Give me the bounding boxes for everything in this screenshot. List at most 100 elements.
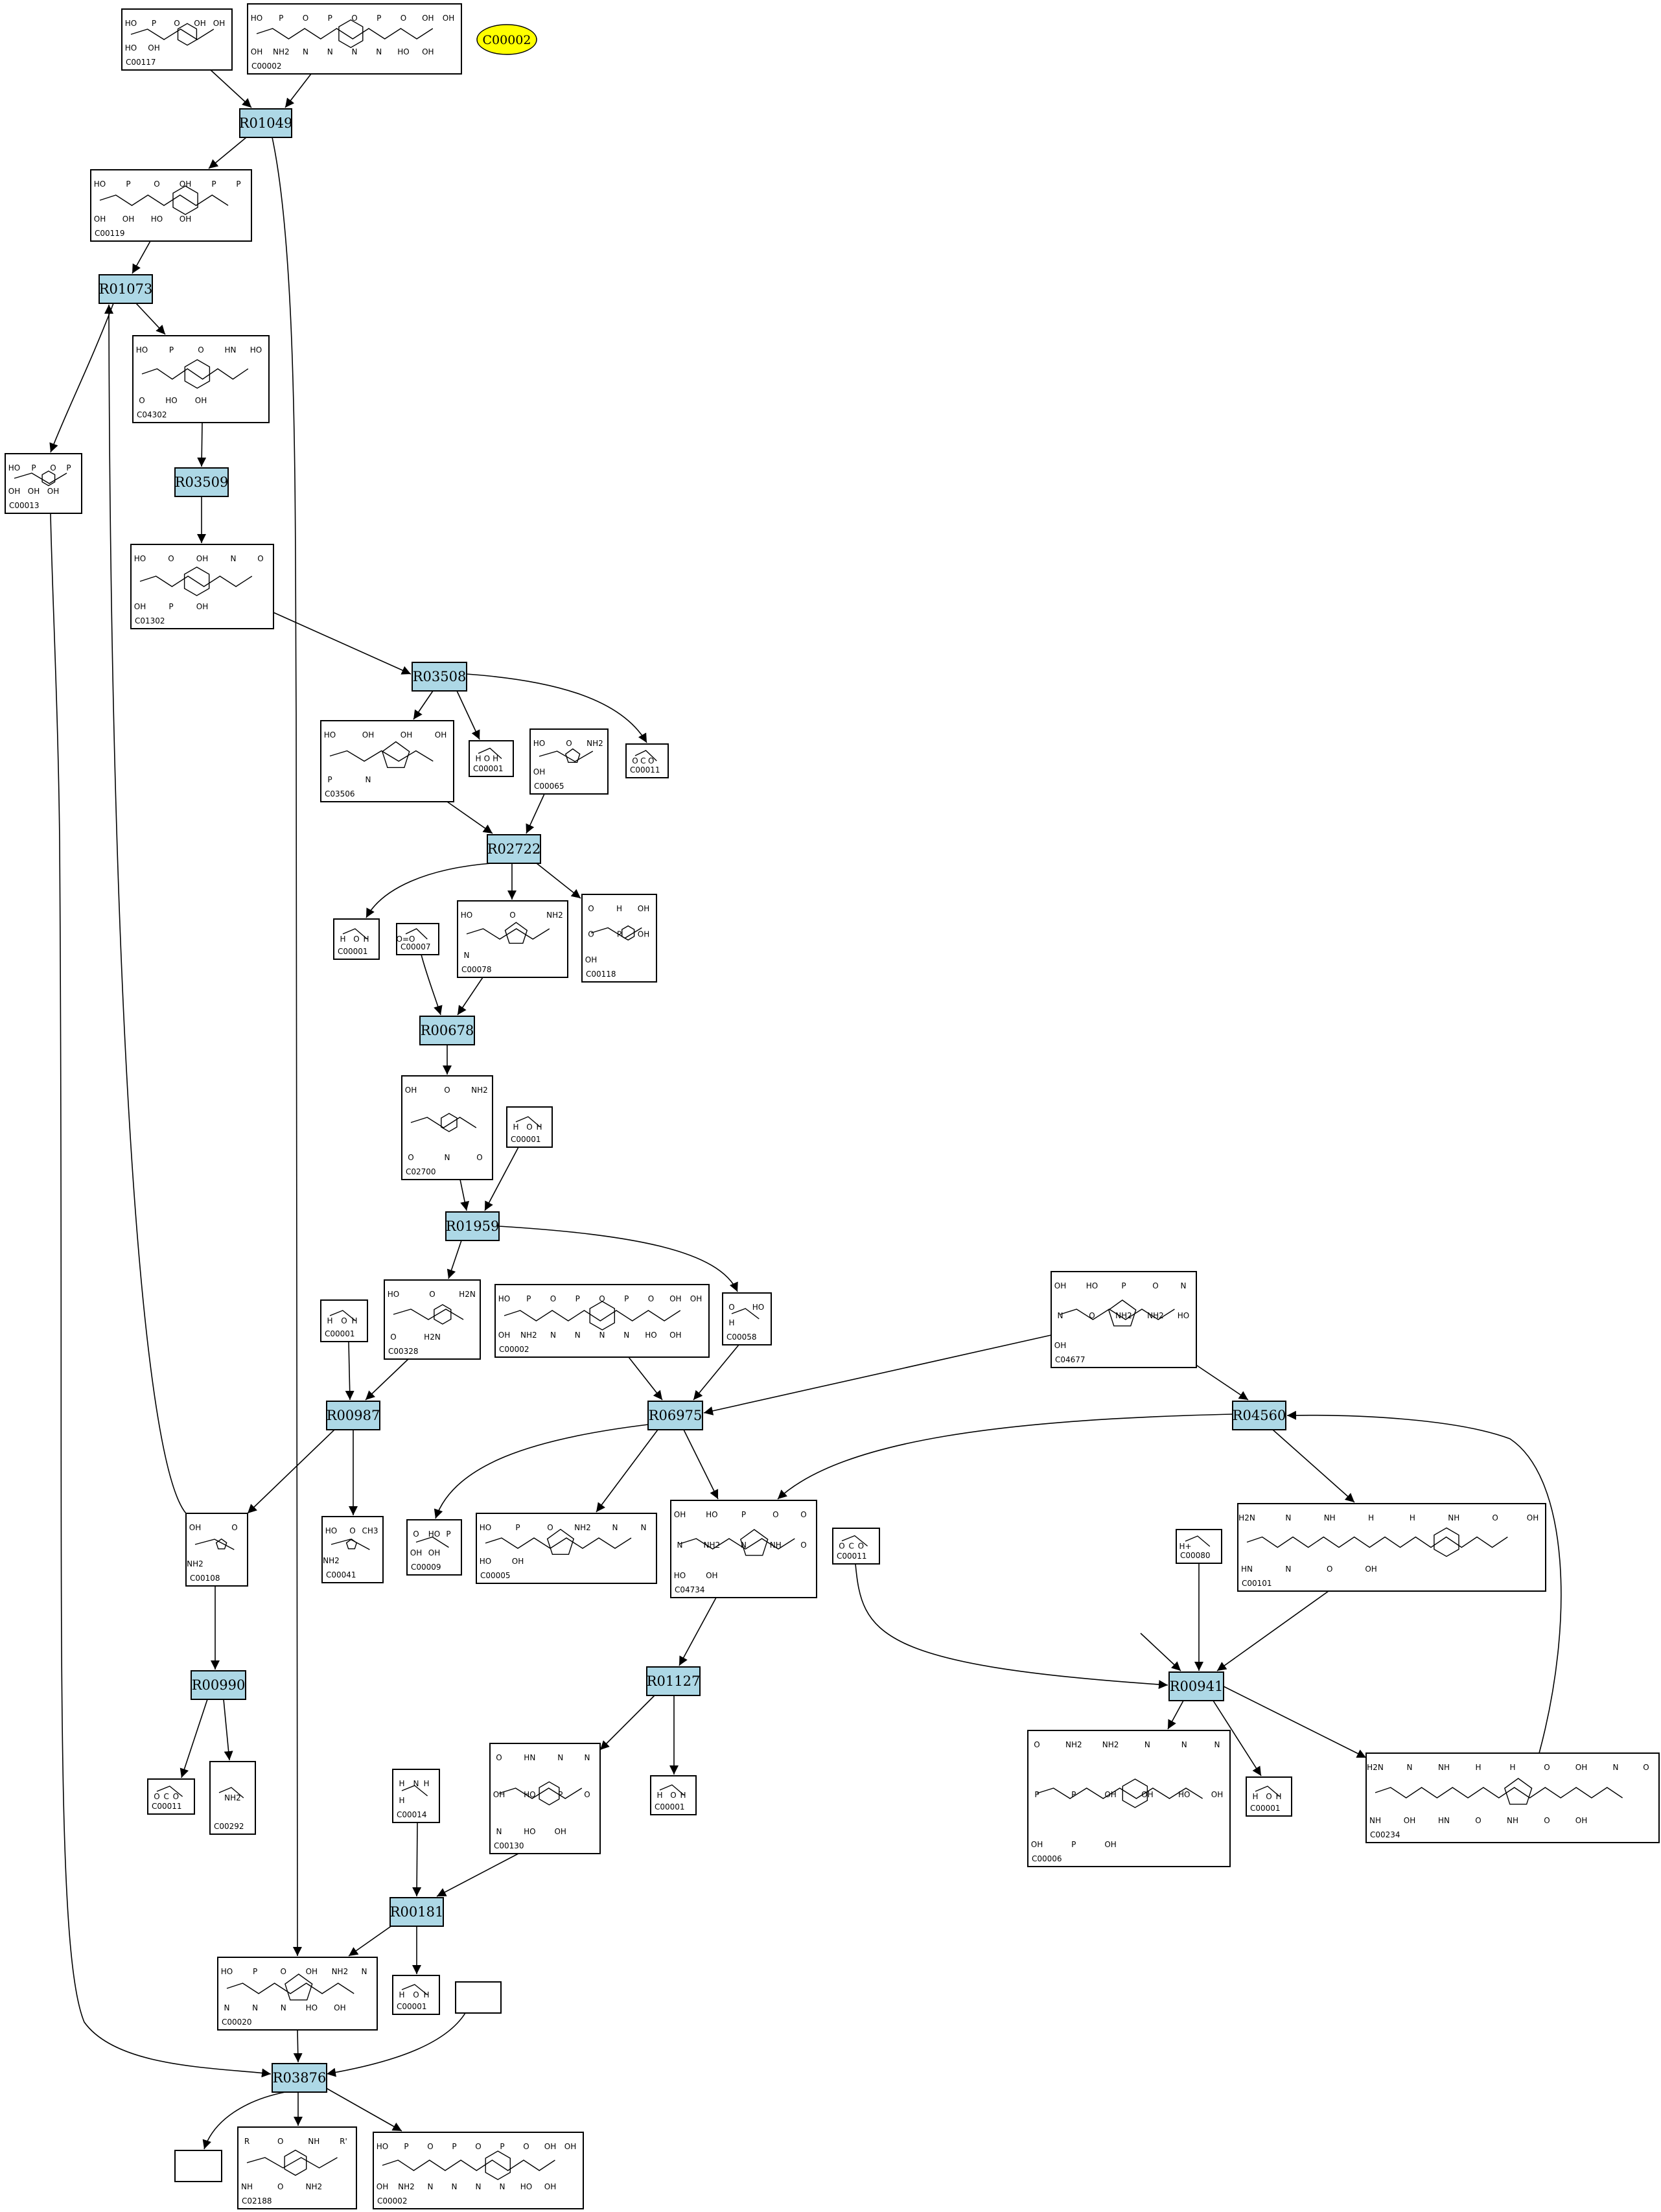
compound-box[interactable] bbox=[832, 1528, 880, 1565]
reaction-box[interactable] bbox=[272, 2063, 327, 2093]
reaction-box[interactable] bbox=[412, 662, 467, 692]
compound-box[interactable] bbox=[396, 923, 439, 955]
compound-box[interactable] bbox=[320, 1299, 368, 1342]
reaction-box[interactable] bbox=[191, 1670, 246, 1700]
compound-box[interactable] bbox=[247, 3, 462, 75]
reaction-node-R00941[interactable]: R00941 bbox=[1168, 1671, 1224, 1701]
reaction-box[interactable] bbox=[174, 467, 229, 497]
compound-box[interactable] bbox=[90, 169, 252, 242]
compound-box[interactable] bbox=[333, 918, 380, 960]
reaction-box[interactable] bbox=[419, 1016, 475, 1045]
compound-box[interactable] bbox=[121, 8, 233, 71]
reaction-node-R06975[interactable]: R06975 bbox=[647, 1401, 703, 1430]
compound-box[interactable] bbox=[1365, 1752, 1660, 1843]
compound-box[interactable] bbox=[237, 2126, 357, 2209]
reaction-box[interactable] bbox=[445, 1211, 500, 1241]
compound-box[interactable] bbox=[581, 894, 657, 983]
compound-box[interactable] bbox=[489, 1743, 601, 1854]
compound-box[interactable] bbox=[476, 1513, 657, 1584]
reaction-node-R00990[interactable]: R00990 bbox=[191, 1670, 246, 1700]
compound-box[interactable] bbox=[1246, 1776, 1292, 1817]
reaction-node-R03508[interactable]: R03508 bbox=[412, 662, 467, 692]
reaction-box[interactable] bbox=[239, 108, 292, 138]
compound-node-blank[interactable] bbox=[174, 2150, 222, 2182]
compound-box[interactable] bbox=[373, 2132, 584, 2209]
compound-box[interactable] bbox=[506, 1106, 553, 1148]
reaction-node-R03509[interactable]: R03509 bbox=[174, 467, 229, 497]
compound-box[interactable] bbox=[130, 544, 274, 629]
reaction-node-R02722[interactable]: R02722 bbox=[487, 834, 541, 864]
compound-box[interactable] bbox=[455, 1981, 502, 2014]
compound-box[interactable] bbox=[384, 1279, 481, 1360]
compound-box[interactable] bbox=[392, 1769, 440, 1823]
compound-box[interactable] bbox=[320, 720, 454, 802]
compound-box[interactable] bbox=[406, 1519, 462, 1576]
compound-box[interactable] bbox=[1051, 1271, 1197, 1368]
reaction-box[interactable] bbox=[1168, 1671, 1224, 1701]
compound-box[interactable] bbox=[625, 743, 669, 778]
compound-box[interactable] bbox=[1027, 1730, 1231, 1867]
compound-box[interactable] bbox=[174, 2150, 222, 2182]
compound-box[interactable] bbox=[209, 1761, 256, 1835]
compound-box[interactable] bbox=[469, 740, 514, 777]
compound-box[interactable] bbox=[494, 1284, 710, 1358]
reaction-node-R01959[interactable]: R01959 bbox=[445, 1211, 500, 1241]
compound-box[interactable] bbox=[147, 1778, 195, 1815]
compound-box[interactable] bbox=[529, 728, 609, 795]
compound-box[interactable] bbox=[457, 900, 568, 978]
reaction-box[interactable] bbox=[389, 1897, 444, 1927]
reaction-box[interactable] bbox=[1232, 1401, 1286, 1430]
reaction-box[interactable] bbox=[99, 274, 153, 304]
compound-node-blank[interactable] bbox=[455, 1981, 502, 2014]
reaction-node-R04560[interactable]: R04560 bbox=[1232, 1401, 1286, 1430]
compound-box[interactable] bbox=[321, 1516, 384, 1583]
reaction-node-R03876[interactable]: R03876 bbox=[272, 2063, 327, 2093]
compound-box[interactable] bbox=[1176, 1529, 1222, 1564]
compound-box[interactable] bbox=[217, 1957, 378, 2031]
compound-box[interactable] bbox=[650, 1775, 697, 1815]
reaction-node-R01049[interactable]: R01049 bbox=[239, 108, 293, 138]
reaction-node-R01127[interactable]: R01127 bbox=[646, 1666, 701, 1696]
reaction-node-R00987[interactable]: R00987 bbox=[326, 1401, 380, 1430]
reaction-box[interactable] bbox=[487, 834, 541, 864]
compound-node-C00080[interactable]: H+C00080 bbox=[1176, 1529, 1222, 1564]
compound-box[interactable] bbox=[401, 1075, 493, 1180]
reaction-node-R00678[interactable]: R00678 bbox=[419, 1016, 475, 1045]
compound-box[interactable] bbox=[132, 335, 270, 423]
reaction-box[interactable] bbox=[326, 1401, 380, 1430]
compound-box[interactable] bbox=[5, 453, 82, 514]
reaction-node-R01073[interactable]: R01073 bbox=[99, 274, 153, 304]
reaction-box[interactable] bbox=[647, 1401, 703, 1430]
reaction-node-R00181[interactable]: R00181 bbox=[389, 1897, 444, 1927]
